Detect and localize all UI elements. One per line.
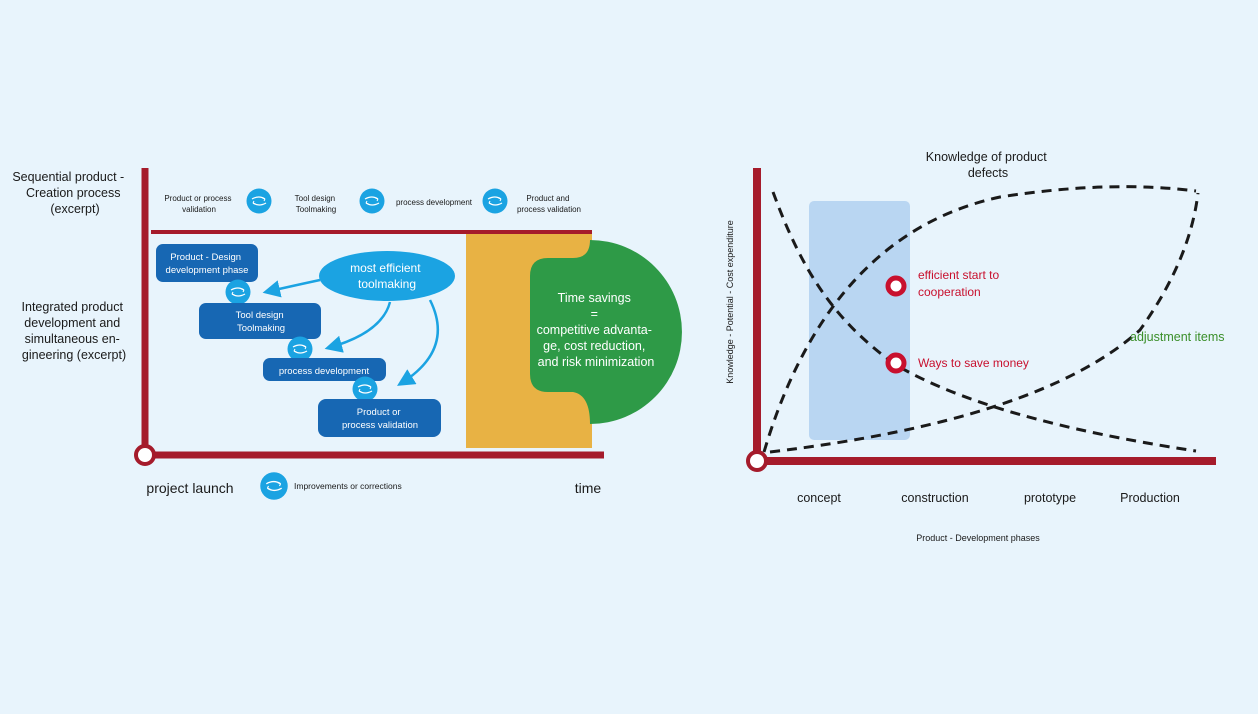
seq-step-label: Product and process validation [517,194,581,214]
cycle-arrows-icon [259,471,289,501]
time-savings-shape [530,240,682,424]
cycle-arrows-icon [351,375,379,403]
efficiency-arrow [262,278,321,298]
step-box-label: Tool design Toolmaking [236,310,287,334]
project-launch-label: project launch [146,480,233,496]
seq-step-label: Tool design Toolmaking [295,194,338,214]
left-diagram: Sequential product - Creation process (e… [12,168,682,501]
seq-step-label: Product or process validation [164,194,233,214]
cycle-arrows-icon [286,335,314,363]
legend-label: Improvements or corrections [294,481,402,491]
time-savings-text: Time savings = competitive advanta- ge, … [537,291,656,369]
phase-label: construction [901,491,968,505]
project-launch-origin [134,444,156,466]
adjustment-curve [769,192,1200,454]
cycle-arrows-icon [224,278,252,306]
integrated-steps: Product - Design development phase Tool … [156,244,441,437]
marker-save-money [885,352,907,374]
y-axis-label: Knowledge - Potential - Cost expenditure [725,220,735,384]
step-box-label: Product - Design development phase [166,252,249,276]
early-phase-highlight [809,201,910,440]
cycle-arrows-icon [245,187,273,215]
time-label: time [575,480,602,496]
efficiency-bubble [319,251,455,301]
adjustment-items-label: adjustment items [1130,330,1224,344]
seq-step-label: process development [396,198,473,207]
right-title: Knowledge of product defects [926,150,1050,180]
phase-label: prototype [1024,491,1076,505]
step-box-tool-design [199,303,321,339]
rising-curve [762,185,1197,453]
marker-label: efficient start to cooperation [918,268,1003,299]
step-box-label: Product or process validation [342,407,418,431]
step-box-process-development [263,358,386,381]
cycle-arrows-icon [358,187,386,215]
sequential-process-label: Sequential product - Creation process (e… [12,170,127,216]
efficiency-bubble-text: most efficient toolmaking [350,261,424,291]
efficiency-arrow [324,301,392,353]
step-box-product-design [156,244,258,282]
integrated-process-label: Integrated product development and simul… [22,300,127,362]
phase-label: concept [797,491,841,505]
cycle-arrows-icon [481,187,509,215]
step-box-product-validation [318,399,441,437]
phase-label: Production [1120,491,1180,505]
x-axis-label: Product - Development phases [916,533,1040,543]
step-box-label: process development [279,366,370,377]
sequential-steps: Product or process validation Tool desig… [164,187,581,215]
marker-label: Ways to save money [918,356,1029,370]
marker-efficient-start [885,275,907,297]
efficiency-arrow [397,299,439,386]
right-origin [746,450,768,472]
right-diagram: Knowledge of product defects Knowledge -… [725,150,1224,543]
